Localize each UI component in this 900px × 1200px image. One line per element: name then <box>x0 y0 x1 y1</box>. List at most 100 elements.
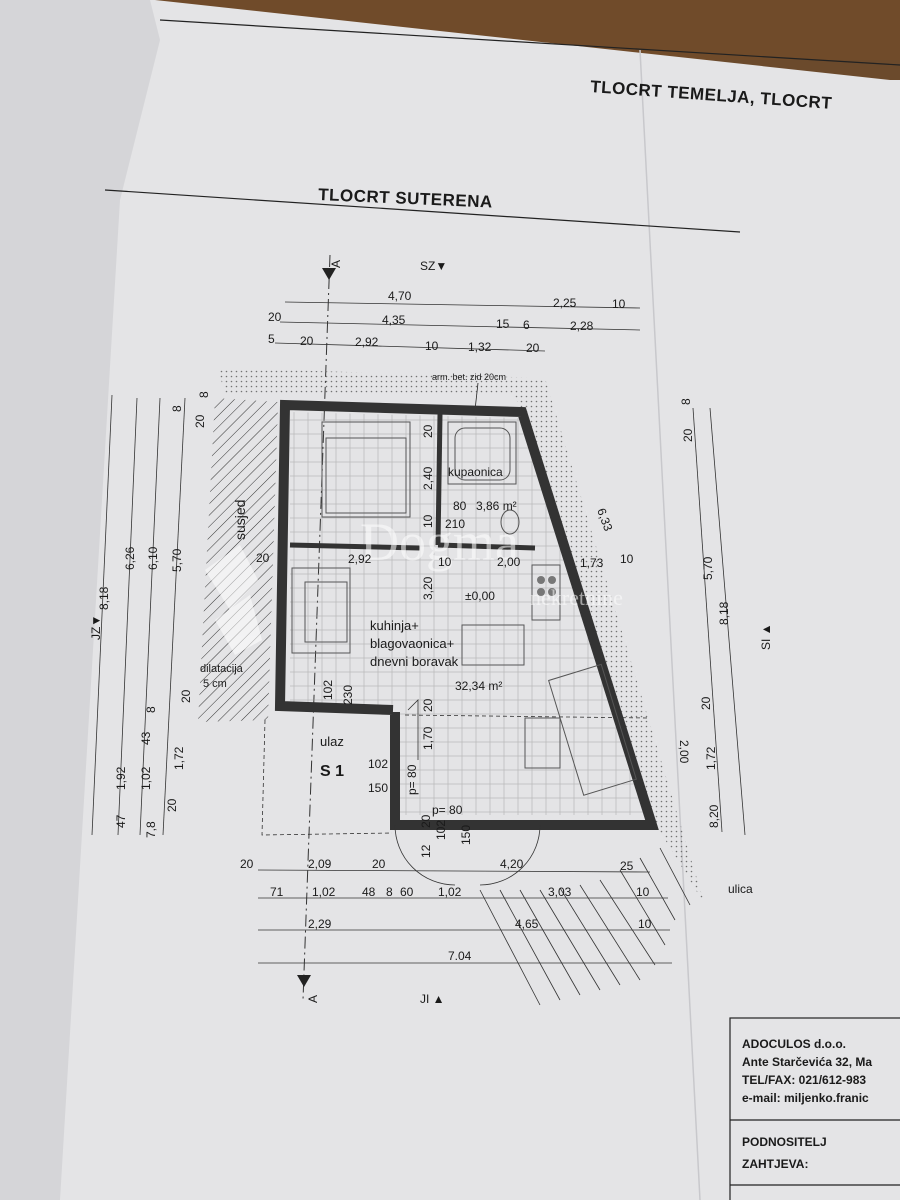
applicant-label-2: ZAHTJEVA: <box>742 1157 808 1171</box>
street-label: ulica <box>728 882 753 896</box>
dim-left-b3: 1,02 <box>139 766 153 790</box>
dim-bottom-2c: 48 <box>362 885 376 899</box>
dim-inner-h1: 20 <box>421 424 435 438</box>
orientation-west: JZ▼ <box>89 615 103 640</box>
dim-top-2c: 15 <box>496 317 510 331</box>
dim-top-3b: 20 <box>300 334 314 348</box>
dim-inner-d11: 102 <box>434 820 448 840</box>
section-label-top: A <box>329 260 343 268</box>
living-name-3: dnevni boravak <box>370 654 459 669</box>
dim-top-2d: 6 <box>523 318 530 332</box>
title-block <box>729 1017 900 1200</box>
orientation-north: SZ▼ <box>420 259 447 273</box>
dim-inner-w6: 20 <box>256 551 270 565</box>
dim-bottom-4a: 7.04 <box>448 949 472 963</box>
left-dimension-lines <box>91 394 186 836</box>
dilatation-label-1: dilatacija <box>200 663 244 675</box>
applicant-label-1: PODNOSITELJ <box>742 1135 827 1149</box>
watermark: Dogma nekretnine <box>205 512 623 655</box>
dim-inner-d10: 20 <box>419 814 433 828</box>
dim-inner-d4: 1,70 <box>421 726 435 750</box>
dim-top-3e: 1,32 <box>468 340 492 354</box>
orientation-east: SI ▲ <box>759 623 773 650</box>
dim-inner-w2: 10 <box>438 555 452 569</box>
dim-inner-w5: 10 <box>620 552 634 566</box>
stove-icon <box>537 576 556 596</box>
right-dimension-lines <box>692 407 746 836</box>
dim-left-a7: 8 <box>197 391 211 398</box>
title-underline <box>104 189 741 233</box>
stair-lines <box>479 847 691 1006</box>
dim-top-2b: 4,35 <box>382 313 406 327</box>
inner-walls <box>289 413 536 551</box>
dim-inner-d7: p= 80 <box>405 764 419 795</box>
dim-inner-h2: 2,40 <box>421 466 435 490</box>
dim-right-a6: 1,72 <box>704 746 718 770</box>
dim-left-b8: 20 <box>179 689 193 703</box>
entrance-code: S 1 <box>320 763 344 780</box>
dim-inner-d6: 150 <box>368 781 388 795</box>
dim-bottom-3b: 4,65 <box>515 917 539 931</box>
dim-right-a3: 5,70 <box>701 556 715 580</box>
living-name-2: blagovaonica+ <box>370 636 454 651</box>
section-arrow-bottom <box>297 975 311 987</box>
dim-left-b4: 43 <box>139 731 153 745</box>
dim-left-a5: 8 <box>170 405 184 412</box>
dim-bottom-2g: 3,03 <box>548 885 572 899</box>
company-address: Ante Starčevića 32, Ma <box>742 1055 872 1069</box>
dim-inner-d5: 102 <box>368 757 388 771</box>
dim-left-b5: 8 <box>144 706 158 713</box>
wall-note-leader <box>474 382 479 411</box>
dim-top-3f: 20 <box>526 341 540 355</box>
dim-bottom-1a: 20 <box>240 857 254 871</box>
dim-left-a2: 6,26 <box>123 546 137 570</box>
dim-bottom-2d: 8 <box>386 885 393 899</box>
dim-right-a4: 8,18 <box>717 601 731 625</box>
dim-inner-d9: 12 <box>419 844 433 858</box>
dim-right-a7: 8,20 <box>707 804 721 828</box>
living-name-1: kuhinja+ <box>370 618 419 633</box>
watermark-logo-icon <box>205 545 258 610</box>
wall-note: arm. bet. zid 20cm <box>432 372 506 382</box>
dim-top-2e: 2,28 <box>570 319 594 333</box>
dim-bottom-1b: 2,09 <box>308 857 332 871</box>
dim-inner-w1: 2,92 <box>348 552 372 566</box>
dim-inner-h5: 80 <box>453 499 467 513</box>
dim-top-2a: 20 <box>268 310 282 324</box>
dim-left-b9: 7,8 <box>144 821 158 838</box>
dim-bottom-3a: 2,29 <box>308 917 332 931</box>
dim-top-1b: 2,25 <box>553 296 577 310</box>
dim-inner-w3: 2,00 <box>497 555 521 569</box>
dim-top-3d: 10 <box>425 339 439 353</box>
dim-right-b1: 2,00 <box>677 740 691 764</box>
dim-top-3a: 5 <box>268 332 275 346</box>
dim-top-1c: 10 <box>612 297 626 311</box>
entrance-canopy <box>261 719 393 836</box>
dim-bottom-2f: 1,02 <box>438 885 462 899</box>
dim-inner-h3: 10 <box>421 514 435 528</box>
dim-inner-d3: 20 <box>421 698 435 712</box>
dim-left-a6: 20 <box>193 414 207 428</box>
dim-right-a5: 20 <box>699 696 713 710</box>
dim-right-a1: 20 <box>681 428 695 442</box>
dim-inner-d1: 102 <box>321 680 335 700</box>
dim-left-a1: 8,18 <box>97 586 111 610</box>
dim-bottom-1e: 25 <box>620 859 634 873</box>
bottom-dimension-lines <box>257 869 672 964</box>
living-area: 32,34 m² <box>455 679 502 693</box>
dim-bottom-1c: 20 <box>372 857 386 871</box>
dim-left-b2: 47 <box>114 814 128 828</box>
section-arrow-top <box>322 268 336 280</box>
dim-left-b1: 1,92 <box>114 766 128 790</box>
dim-bottom-2h: 10 <box>636 885 650 899</box>
dim-inner-d8: p= 80 <box>432 803 463 817</box>
dim-inner-h4: 3,20 <box>421 576 435 600</box>
dilatation-label-2: 5 cm <box>203 678 227 690</box>
paper-fold-right <box>639 49 701 1200</box>
entrance-label: ulaz <box>320 734 344 749</box>
level-mark: ±0,00 <box>465 589 495 603</box>
paper-fold-top <box>159 19 900 66</box>
dim-top-1a: 4,70 <box>388 289 412 303</box>
dim-bottom-2a: 71 <box>270 885 284 899</box>
